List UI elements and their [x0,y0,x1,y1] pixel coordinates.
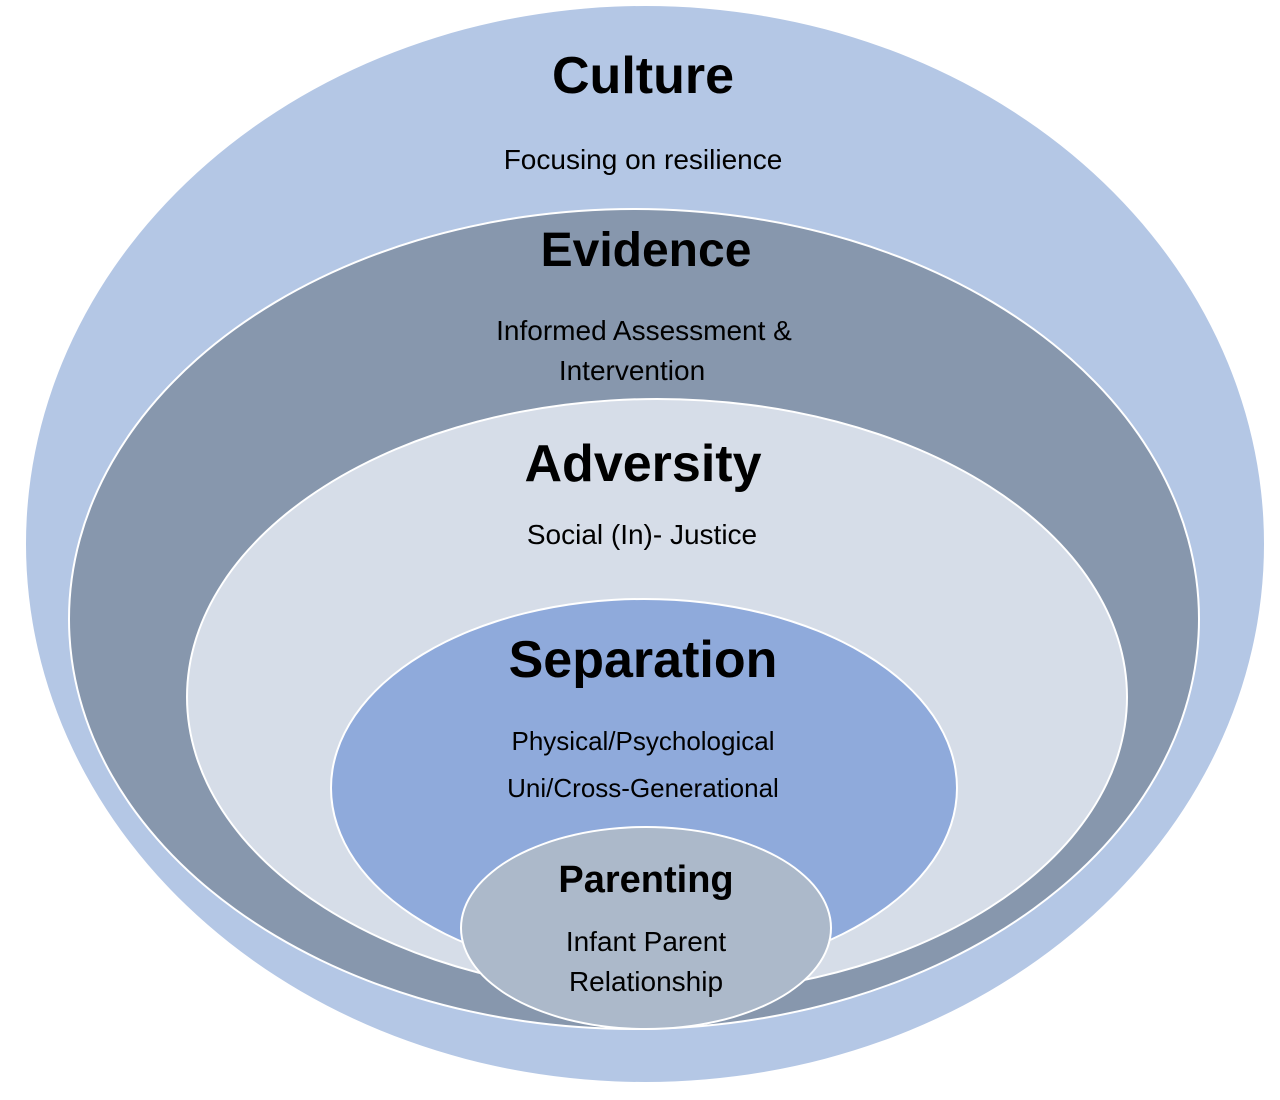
parenting-title: Parenting [558,859,734,901]
parenting-layer [460,826,832,1030]
parenting-subtitle-line1: Infant Parent [565,926,727,957]
evidence-subtitle-line1: Informed Assessment & [496,315,792,346]
separation-subtitle-line2: Uni/Cross-Generational [507,773,779,803]
evidence-subtitle-line2: Intervention [558,355,706,386]
separation-title: Separation [508,631,778,689]
culture-subtitle: Focusing on resilience [503,144,783,175]
parenting-subtitle-line2: Relationship [568,966,724,997]
separation-subtitle-line1: Physical/Psychological [511,726,775,756]
adversity-title: Adversity [524,435,762,493]
evidence-title: Evidence [540,224,752,277]
adversity-subtitle: Social (In)- Justice [526,519,758,550]
culture-title: Culture [552,47,734,105]
